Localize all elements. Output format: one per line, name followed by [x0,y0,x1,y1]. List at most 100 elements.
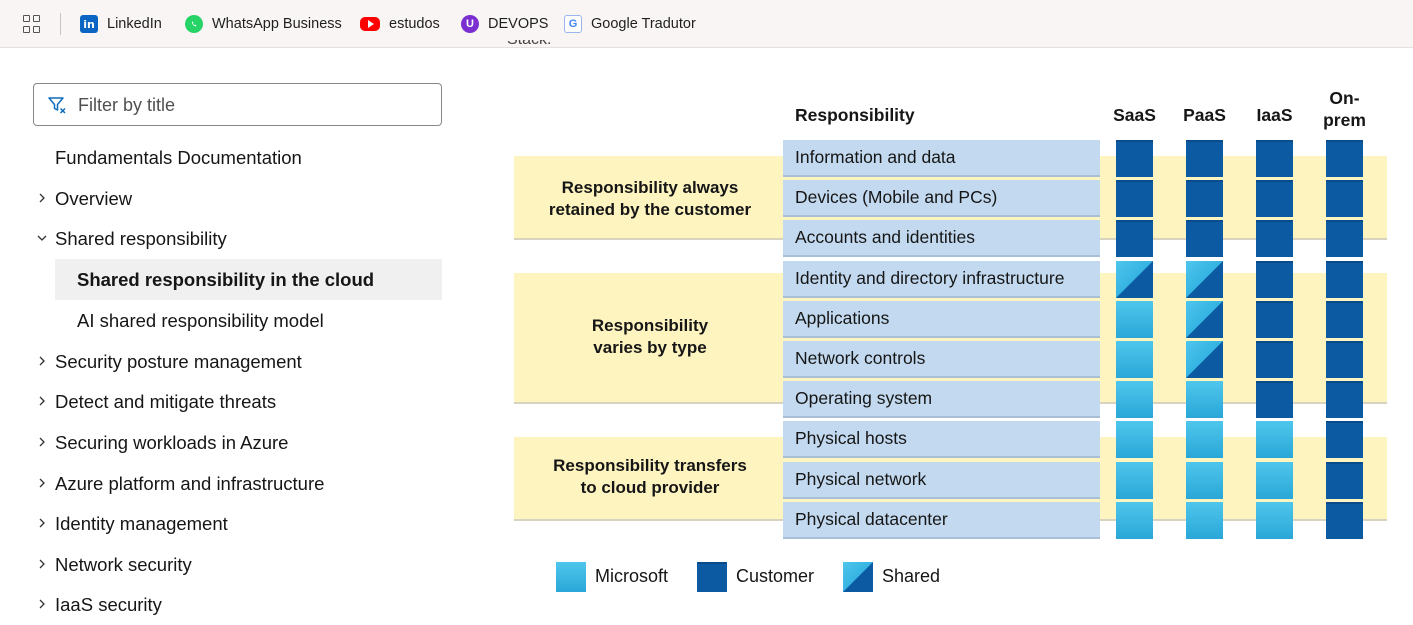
matrix-cell-customer [1326,220,1363,257]
nav-item-azure-platform-and-infrastructure[interactable]: Azure platform and infrastructure [39,464,325,504]
header-paas: PaaS [1183,105,1226,125]
chevron-right-icon [39,559,45,569]
nav-item-label: Securing workloads in Azure [55,432,289,453]
nav-item-iaas-security[interactable]: IaaS security [39,585,162,625]
chevron-right-icon [39,193,45,203]
matrix-cell-microsoft [1256,421,1293,458]
matrix-cell-customer [1256,140,1293,177]
bookmark-label: estudos [389,16,440,32]
matrix-cell-microsoft [1186,502,1223,539]
nav-item-securing-workloads-in-azure[interactable]: Securing workloads in Azure [39,423,289,463]
nav-item-shared-responsibility-in-the-cloud[interactable]: Shared responsibility in the cloud [77,260,374,300]
matrix-cell-microsoft [1256,462,1293,499]
matrix-cell-customer [1256,341,1293,378]
nav-item-shared-responsibility[interactable]: Shared responsibility [37,219,227,259]
legend-label: Shared [882,566,941,586]
chevron-right-icon [39,356,45,366]
bookmark-whatsapp-business[interactable]: WhatsApp Business [185,12,342,36]
matrix-cell-microsoft [1116,421,1153,458]
chevron-right-icon [39,478,45,488]
responsibility-row-label: Network controls [783,341,1100,378]
nav-item-security-posture-management[interactable]: Security posture management [39,342,302,382]
band-label-customer: Responsibility always retained by the cu… [548,178,752,219]
matrix-cell-microsoft [1186,381,1223,418]
youtube-icon [360,17,380,31]
bookmarks-divider [60,13,61,35]
matrix-cell-microsoft [1256,502,1293,539]
nav-item-label: AI shared responsibility model [77,310,324,331]
nav-item-label: Azure platform and infrastructure [55,473,325,494]
legend-customer: Customer [697,561,814,592]
responsibility-row-label: Devices (Mobile and PCs) [783,180,1100,217]
matrix-cell-shared [1186,301,1223,338]
bookmark-google-tradutor[interactable]: G Google Tradutor [564,12,696,36]
matrix-cell-customer [1186,180,1223,217]
legend-label: Customer [736,566,815,586]
matrix-cell-customer [1326,421,1363,458]
matrix-cell-customer [1326,140,1363,177]
responsibility-row-label: Information and data [783,140,1100,177]
responsibility-row-label: Physical hosts [783,421,1100,458]
bookmark-label: LinkedIn [107,16,162,32]
legend-shared: Shared [843,561,940,592]
google-translate-icon: G [564,15,582,33]
matrix-cell-microsoft [1186,421,1223,458]
filter-input[interactable] [78,92,428,118]
nav-item-label: Fundamentals Documentation [55,147,302,168]
matrix-cell-customer [1326,462,1363,499]
bookmark-label: WhatsApp Business [212,16,342,32]
nav-item-identity-management[interactable]: Identity management [39,504,228,544]
responsibility-row-label: Physical datacenter [783,502,1100,539]
legend-swatch-microsoft [556,561,586,592]
nav-item-fundamentals-documentation[interactable]: Fundamentals Documentation [55,138,302,178]
chevron-right-icon [39,396,45,406]
responsibility-row-label: Applications [783,301,1100,338]
nav-item-label: Security posture management [55,351,302,372]
legend-swatch-shared [843,561,873,592]
bookmarks-bar: in LinkedIn WhatsApp Business estudos U … [0,0,1413,48]
apps-grid-icon[interactable] [23,15,41,33]
nav-item-ai-shared-responsibility-model[interactable]: AI shared responsibility model [77,301,324,341]
band-label-provider: Responsibility transfers to cloud provid… [553,456,747,497]
nav-active-highlight [55,259,442,300]
header-on-prem: On- prem [1323,88,1366,130]
matrix-cell-customer [1186,220,1223,257]
nav-item-label: IaaS security [55,594,162,615]
legend-label: Microsoft [595,566,669,586]
nav-item-network-security[interactable]: Network security [39,545,192,585]
chevron-right-icon [39,599,45,609]
matrix-cell-customer [1256,381,1293,418]
matrix-cell-shared [1116,261,1153,298]
matrix-cell-customer [1116,180,1153,217]
bookmark-devops[interactable]: U DEVOPS [461,12,548,36]
matrix-cell-customer [1116,220,1153,257]
nav-item-label: Detect and mitigate threats [55,391,277,412]
nav-item-detect-and-mitigate-threats[interactable]: Detect and mitigate threats [39,382,277,422]
bookmark-linkedin[interactable]: in LinkedIn [80,12,162,36]
matrix-cell-shared [1186,261,1223,298]
nav-item-label: Shared responsibility [55,228,227,249]
header-saas: SaaS [1113,105,1156,125]
matrix-cell-customer [1326,301,1363,338]
matrix-cell-customer [1326,261,1363,298]
filter-box[interactable] [33,83,442,126]
matrix-cell-microsoft [1116,462,1153,499]
nav-item-overview[interactable]: Overview [39,179,132,219]
legend-swatch-customer [697,561,727,592]
bookmark-estudos[interactable]: estudos [360,12,440,36]
devops-icon: U [461,15,479,33]
matrix-cell-customer [1326,502,1363,539]
legend-microsoft: Microsoft [556,561,668,592]
matrix-cell-shared [1186,341,1223,378]
header-iaas: IaaS [1256,105,1293,125]
matrix-cell-microsoft [1116,301,1153,338]
clipped-paragraph-text: Stack. [507,40,551,52]
chevron-down-icon [37,235,47,241]
nav-item-label: Shared responsibility in the cloud [77,269,375,290]
matrix-cell-microsoft [1116,381,1153,418]
matrix-cell-microsoft [1116,502,1153,539]
filter-icon [48,97,66,114]
whatsapp-icon [185,15,203,33]
responsibility-row-label: Accounts and identities [783,220,1100,257]
matrix-cell-customer [1256,261,1293,298]
